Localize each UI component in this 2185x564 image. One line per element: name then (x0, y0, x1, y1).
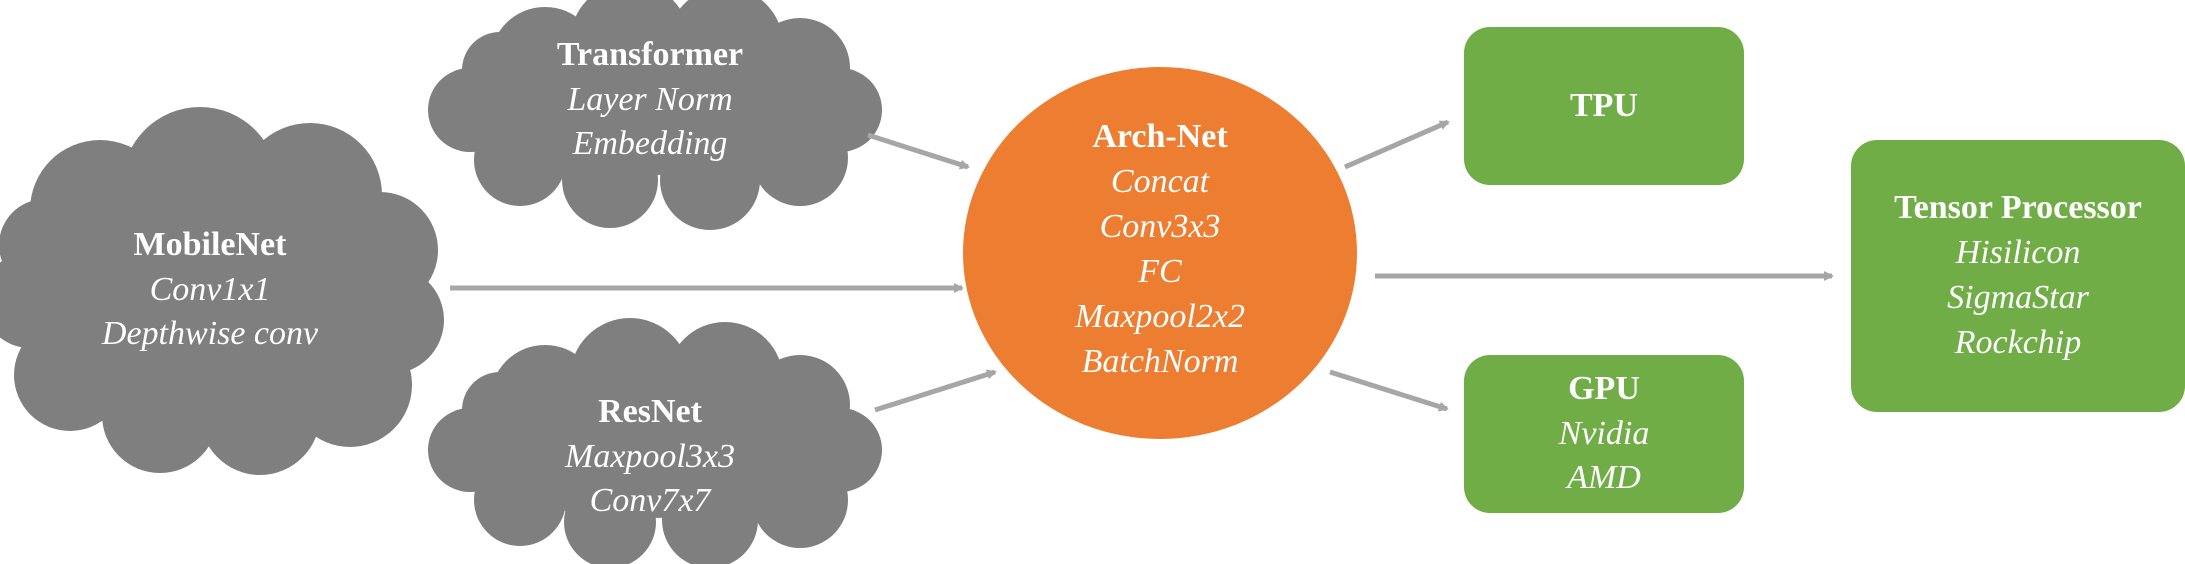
resnet-item: Maxpool3x3 (565, 437, 735, 475)
archnet-item: Maxpool2x2 (1075, 297, 1245, 335)
node-mobilenet: MobileNet Conv1x1 Depthwise conv (40, 220, 380, 360)
transformer-cloud (428, 0, 882, 230)
resnet-title: ResNet (598, 392, 702, 430)
resnet-item: Conv7x7 (589, 482, 711, 520)
mobilenet-title: MobileNet (133, 225, 287, 263)
gpu-item: AMD (1567, 459, 1641, 497)
edges (450, 119, 1834, 413)
transformer-item: Layer Norm (567, 80, 733, 118)
mobilenet-item: Conv1x1 (149, 270, 271, 308)
tensor-processor-item: Hisilicon (1955, 234, 2081, 272)
tpu-title: TPU (1570, 86, 1638, 124)
gpu-title: GPU (1568, 369, 1640, 407)
node-transformer: Transformer Layer Norm Embedding (480, 30, 820, 170)
tensor-processor-item: Rockchip (1954, 323, 2082, 361)
tensor-processor-item: SigmaStar (1947, 279, 2089, 316)
tensor-processor-title: Tensor Processor (1894, 189, 2142, 227)
node-tensor-processor: Tensor Processor Hisilicon SigmaStar Roc… (1851, 140, 2185, 412)
edge-resnet-to-archnet (874, 369, 997, 413)
node-tpu: TPU (1464, 27, 1744, 185)
archnet-item: FC (1138, 253, 1182, 290)
transformer-item: Embedding (572, 125, 728, 163)
archnet-title: Arch-Net (1092, 118, 1228, 156)
edge-transformer-to-archnet (867, 132, 970, 170)
archnet-item: Conv3x3 (1099, 208, 1221, 246)
edge-archnet-to-tpu (1343, 119, 1450, 170)
gpu-item: Nvidia (1558, 414, 1650, 452)
node-archnet: Arch-Net Concat Conv3x3 FC Maxpool2x2 Ba… (1000, 110, 1320, 390)
transformer-title: Transformer (556, 35, 744, 73)
archnet-item: Concat (1110, 163, 1210, 201)
mobilenet-item: Depthwise conv (101, 315, 319, 353)
node-resnet: ResNet Maxpool3x3 Conv7x7 (480, 387, 820, 527)
mobilenet-cloud (0, 107, 444, 475)
archnet-ellipse (963, 67, 1357, 439)
node-gpu: GPU Nvidia AMD (1464, 355, 1744, 513)
edge-archnet-to-gpu (1329, 369, 1449, 412)
resnet-cloud (428, 318, 882, 564)
archnet-item: BatchNorm (1081, 342, 1239, 380)
